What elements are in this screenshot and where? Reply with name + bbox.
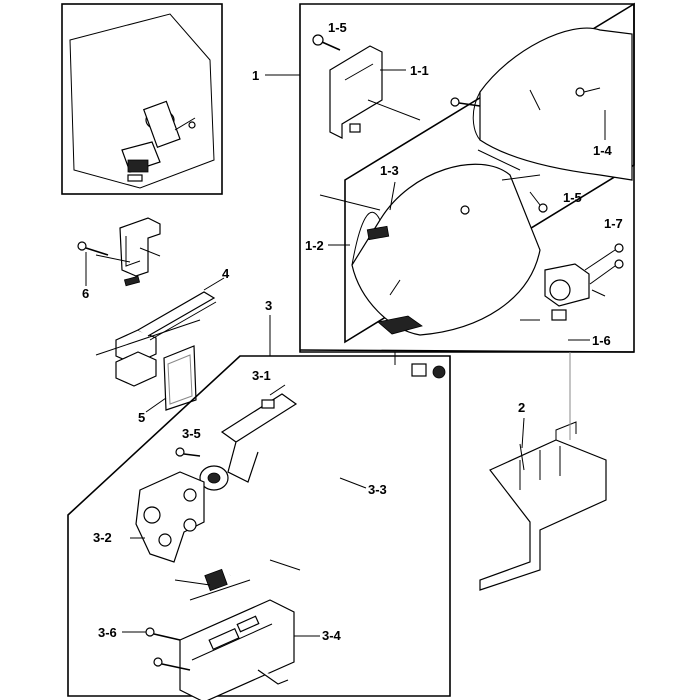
- part-1-4-screw: [450, 97, 481, 107]
- part-2-bracket: [479, 421, 607, 591]
- part-1-1-bracket: [329, 45, 383, 139]
- part-1-3-chamber: [351, 163, 541, 336]
- label-3-5: 3-5: [182, 426, 201, 441]
- label-1-3: 1-3: [380, 163, 399, 178]
- part-3-1-valve: [199, 393, 298, 491]
- part-3-elbow-connector: [204, 568, 228, 592]
- label-1-2: 1-2: [305, 238, 324, 253]
- part-1-6-sensor: [544, 263, 606, 321]
- label-3-1: 3-1: [252, 368, 271, 383]
- connector-1-to-2: [394, 352, 571, 440]
- label-3-4: 3-4: [322, 628, 342, 643]
- part-3-3-tube: [225, 363, 446, 579]
- assembly-3-frame: [67, 355, 451, 697]
- label-4: 4: [222, 266, 230, 281]
- part-3-4-mount: [179, 599, 295, 700]
- label-3-6: 3-6: [98, 625, 117, 640]
- label-3: 3: [265, 298, 272, 313]
- part-1-7-screws: [584, 243, 624, 285]
- label-3-3: 3-3: [368, 482, 387, 497]
- label-5: 5: [138, 410, 145, 425]
- part-1-5-screw-lower: [529, 191, 548, 213]
- part-5-pad: [163, 345, 197, 411]
- label-1-4: 1-4: [593, 143, 613, 158]
- part-1-5-screw-top: [312, 34, 341, 51]
- label-1-5-top: 1-5: [328, 20, 347, 35]
- overview-inset: [61, 3, 223, 195]
- label-2: 2: [518, 400, 525, 415]
- part-3-2-gas-valve: [135, 471, 205, 563]
- label-1-6: 1-6: [592, 333, 611, 348]
- part-3-5-screw: [175, 447, 201, 457]
- part-4-igniter: [95, 277, 225, 387]
- labels: 1 1-1 1-2 1-3 1-4 1-5 1-5 1-6 1-7 2 3 3-…: [82, 20, 623, 643]
- label-1-1: 1-1: [410, 63, 429, 78]
- label-1: 1: [252, 68, 259, 83]
- part-1-4-cylinder: [472, 27, 633, 181]
- assembly-1-leader-lines: [319, 99, 541, 321]
- label-1-7: 1-7: [604, 216, 623, 231]
- label-1-5-lower: 1-5: [563, 190, 582, 205]
- assembly-3-leader-lines: [130, 315, 301, 601]
- assembly-1-frame: [299, 3, 635, 353]
- label-6: 6: [82, 286, 89, 301]
- part-6-screw: [77, 241, 131, 263]
- part-6-bracket: [119, 217, 161, 287]
- overview-burner-assembly: [121, 100, 196, 182]
- label-3-2: 3-2: [93, 530, 112, 545]
